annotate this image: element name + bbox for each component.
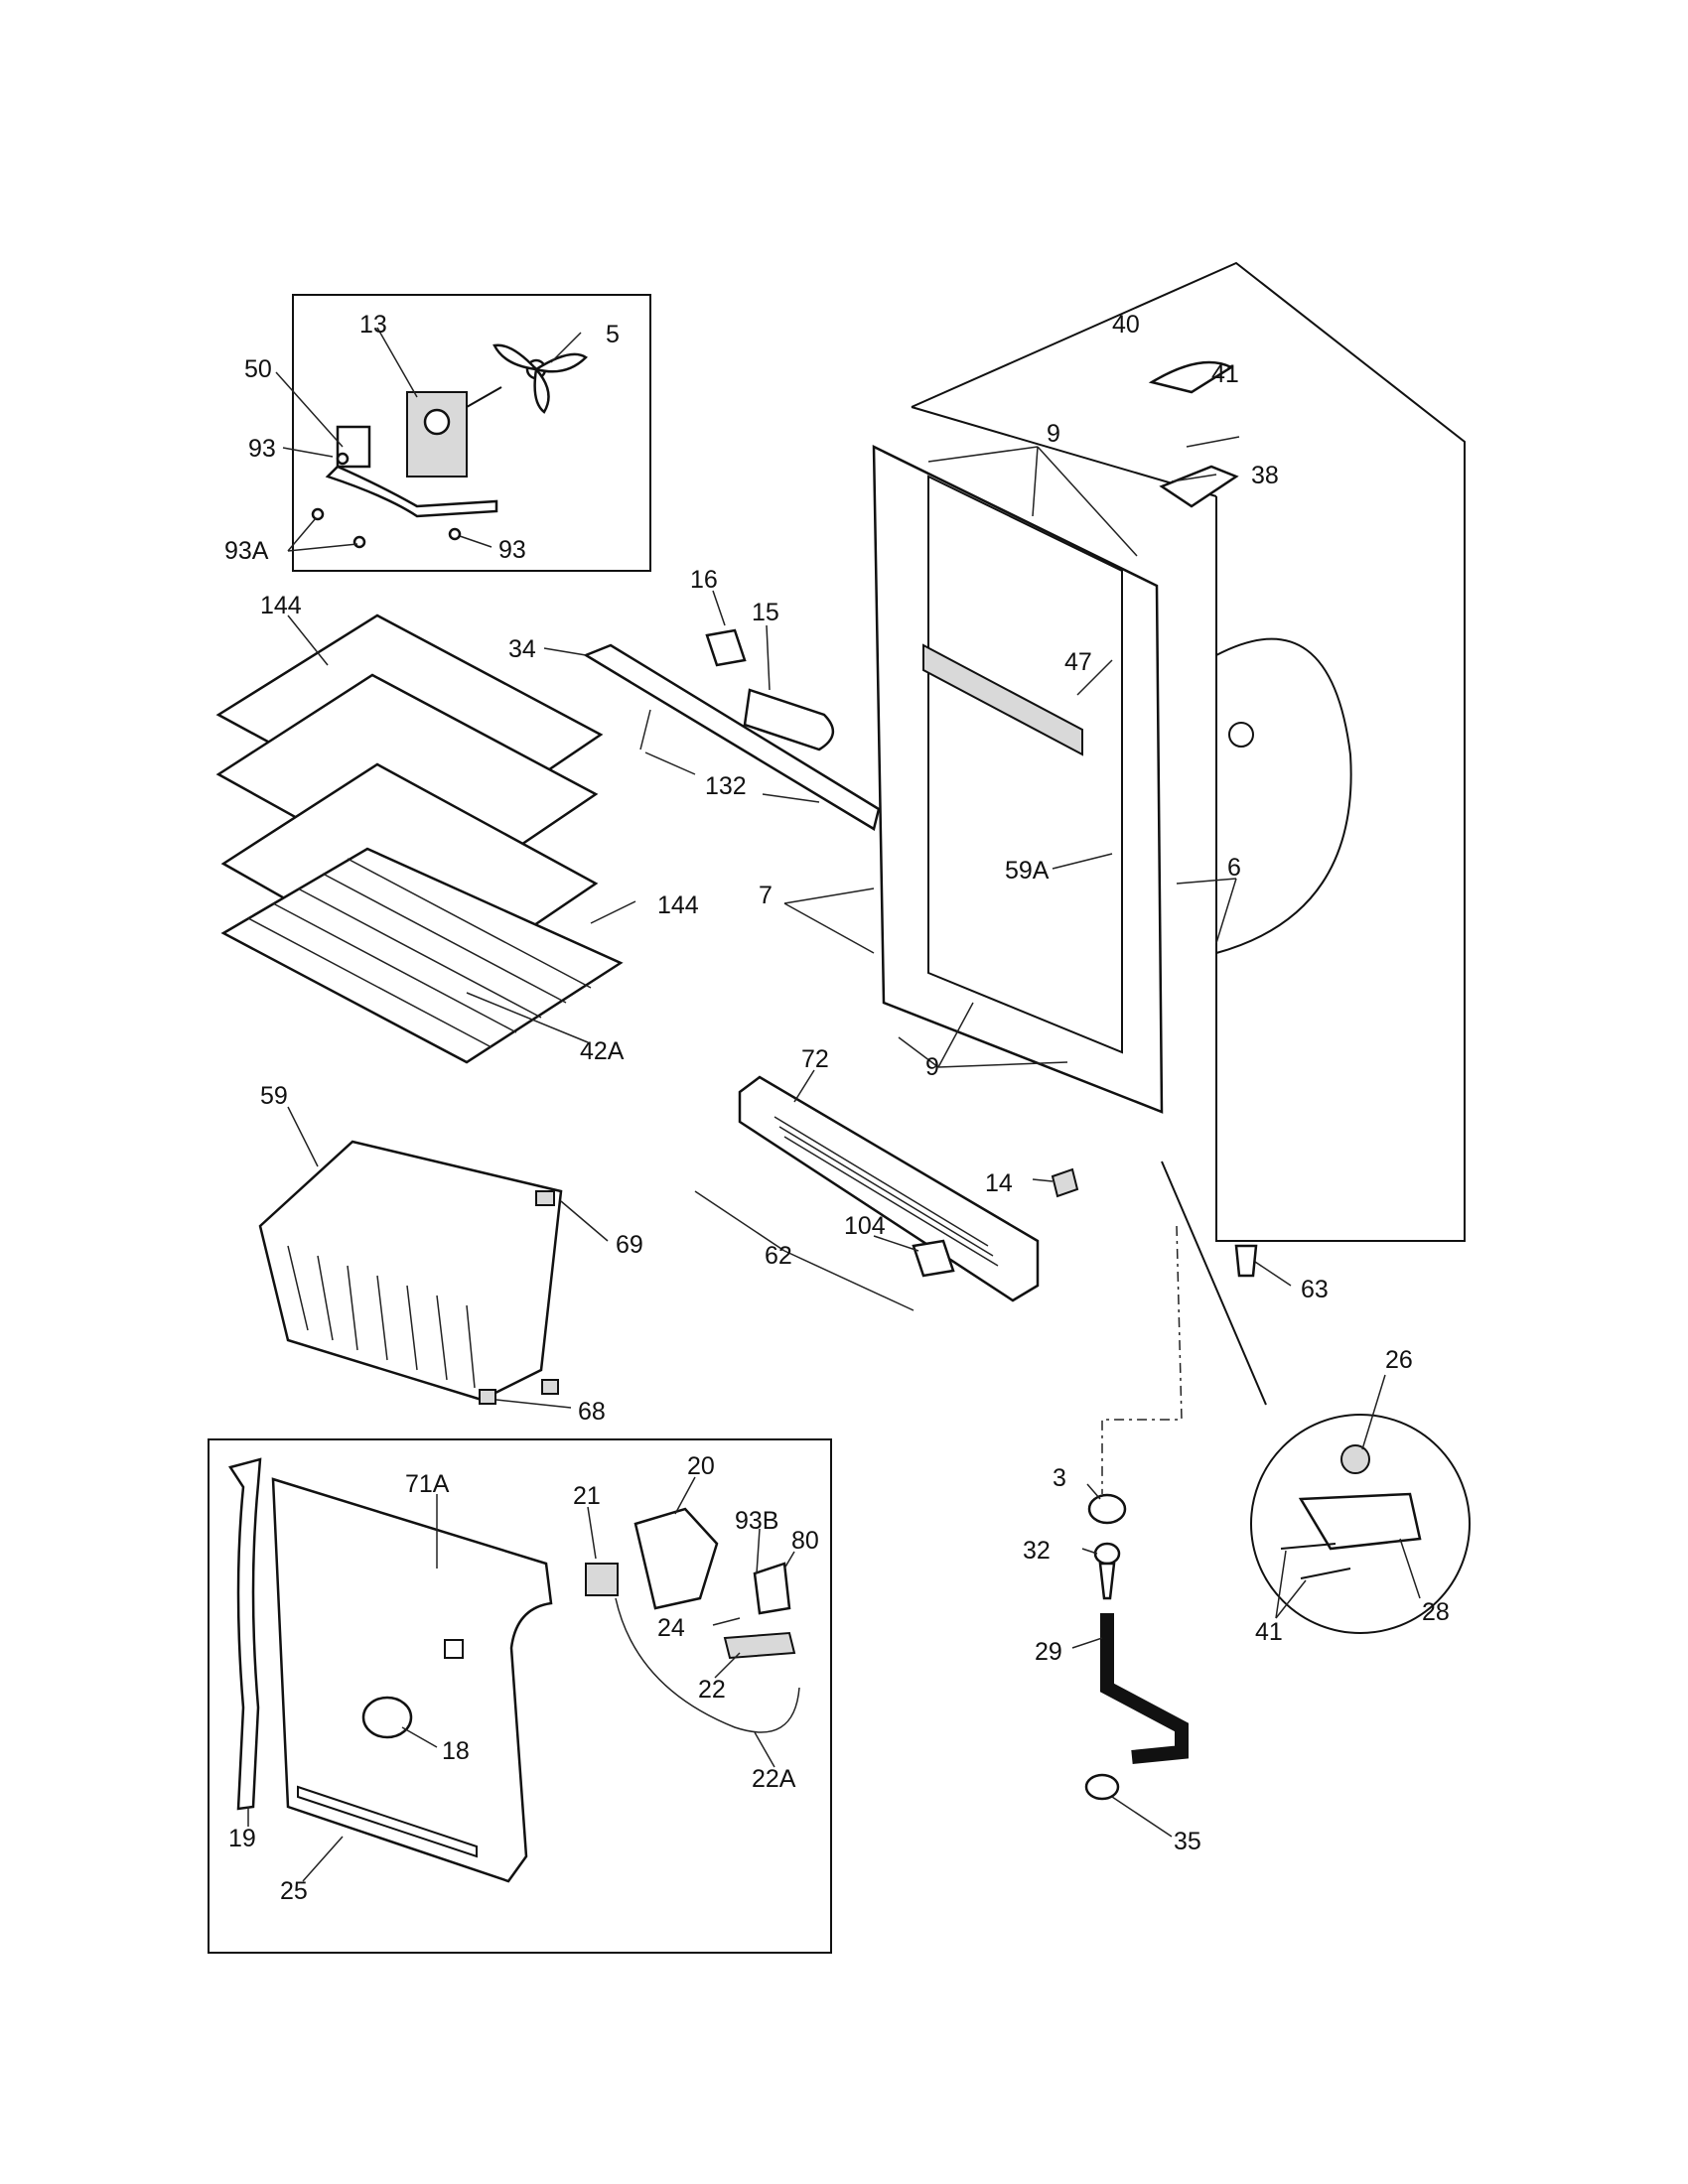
- label-29: 29: [1035, 1638, 1062, 1666]
- label-59A: 59A: [1005, 857, 1050, 885]
- label-68: 68: [578, 1398, 606, 1426]
- label-25: 25: [280, 1877, 308, 1905]
- label-22: 22: [698, 1676, 726, 1704]
- label-35: 35: [1174, 1828, 1201, 1855]
- label-3: 3: [1053, 1464, 1066, 1492]
- label-13: 13: [359, 311, 387, 339]
- label-93B: 93B: [735, 1507, 778, 1535]
- label-104: 104: [844, 1212, 886, 1240]
- label-41-upper: 41: [1211, 360, 1239, 388]
- label-7: 7: [759, 882, 773, 909]
- shelves-group: 144 144 42A: [215, 592, 699, 1065]
- label-21: 21: [573, 1482, 601, 1510]
- control-panel-inset: 71A 21 20 93B 80 24 22 22A 18 19 25: [208, 1438, 832, 1954]
- fan-blade: [492, 343, 588, 414]
- label-62: 62: [765, 1242, 792, 1270]
- label-50: 50: [244, 355, 272, 383]
- label-40: 40: [1112, 311, 1140, 339]
- fan-motor-inset: 13 5 50 93 93A 93: [224, 294, 651, 572]
- label-42A: 42A: [580, 1037, 625, 1065]
- label-5: 5: [606, 321, 620, 348]
- label-6: 6: [1227, 854, 1241, 882]
- wire-basket: 59 69 68: [258, 1082, 643, 1426]
- label-38: 38: [1251, 462, 1279, 489]
- label-28: 28: [1422, 1598, 1450, 1626]
- label-20: 20: [687, 1452, 715, 1480]
- wire-shelf: [220, 847, 624, 1064]
- label-14: 14: [985, 1169, 1013, 1197]
- label-18: 18: [442, 1737, 470, 1765]
- label-22A: 22A: [752, 1765, 796, 1793]
- label-132: 132: [705, 772, 747, 800]
- label-72: 72: [801, 1045, 829, 1073]
- label-80: 80: [791, 1527, 819, 1555]
- label-32: 32: [1023, 1537, 1051, 1565]
- label-24: 24: [657, 1614, 685, 1642]
- label-63: 63: [1301, 1276, 1329, 1303]
- label-34: 34: [508, 635, 536, 663]
- drain-parts: 3 32 29 35 26 41 28: [1023, 1160, 1471, 1855]
- kickplate: 72 14 104 62 63: [694, 1045, 1329, 1311]
- label-144-upper: 144: [260, 592, 302, 619]
- label-9-lower: 9: [925, 1053, 939, 1081]
- label-19: 19: [228, 1825, 256, 1852]
- cabinet: 9 40 41 38 47 59A 6 7 9: [759, 261, 1466, 1242]
- label-93A: 93A: [224, 537, 269, 565]
- label-9-upper: 9: [1047, 420, 1060, 448]
- label-41-lower: 41: [1255, 1618, 1283, 1646]
- label-26: 26: [1385, 1346, 1413, 1374]
- label-15: 15: [752, 599, 779, 626]
- label-93-lower: 93: [498, 536, 526, 564]
- light-assembly: 34 16 15 132: [508, 566, 881, 831]
- label-71A: 71A: [405, 1470, 450, 1498]
- label-16: 16: [690, 566, 718, 594]
- label-59: 59: [260, 1082, 288, 1110]
- label-47: 47: [1064, 648, 1092, 676]
- label-144-lower: 144: [657, 891, 699, 919]
- label-69: 69: [616, 1231, 643, 1259]
- label-93-upper: 93: [248, 435, 276, 463]
